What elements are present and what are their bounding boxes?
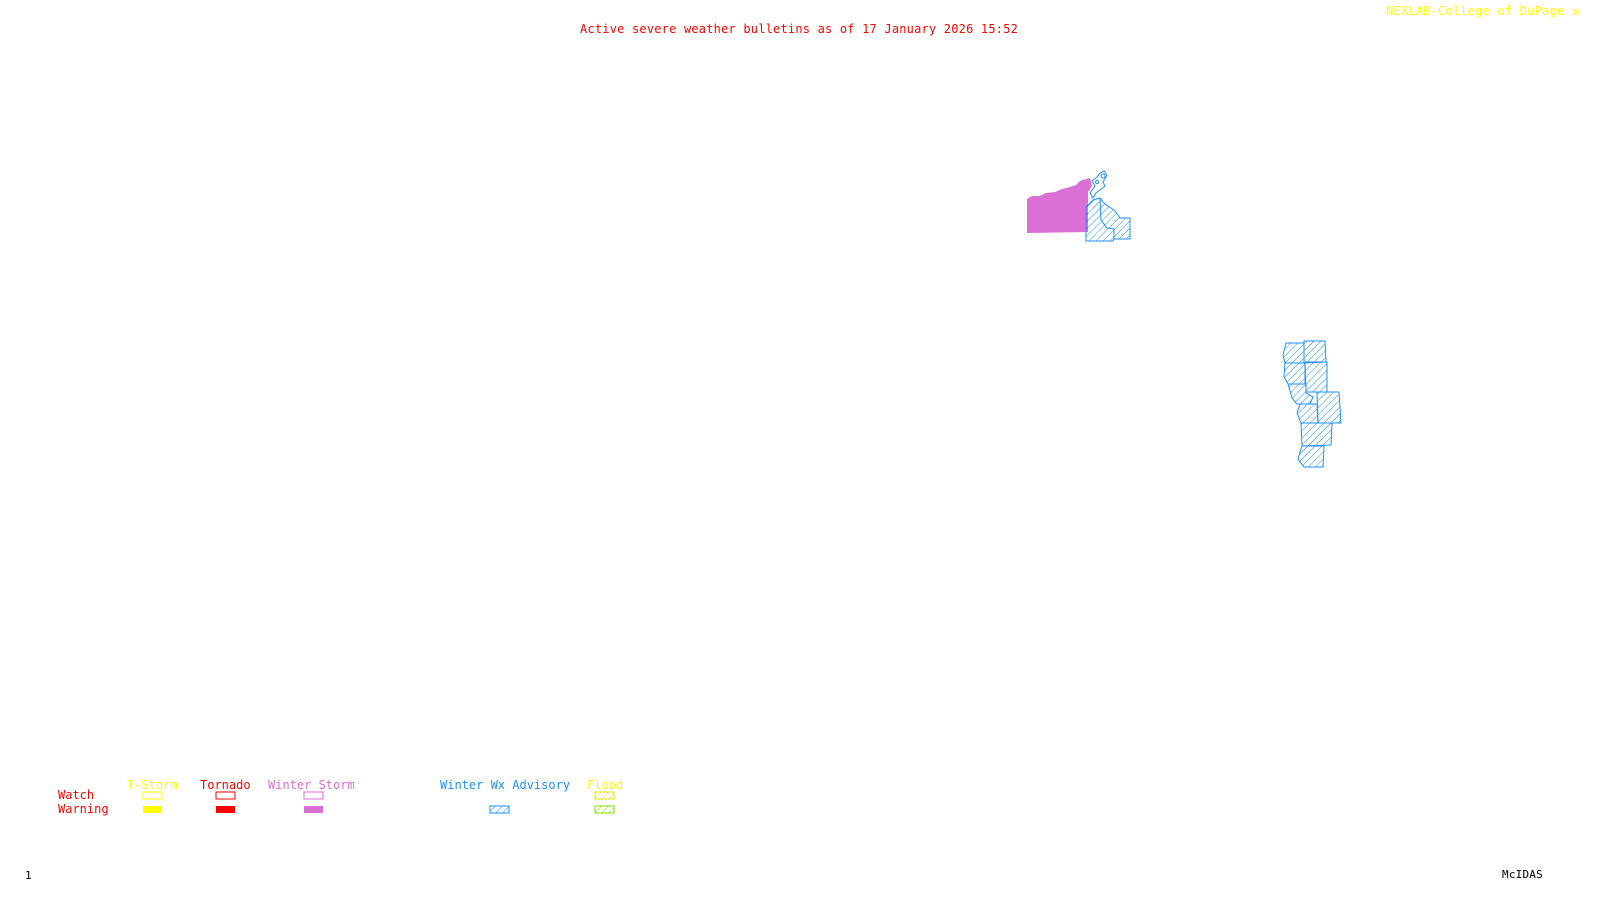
credit-text: NEXLAB-College of DuPage bbox=[1386, 4, 1565, 18]
legend-flood-warning-swatch bbox=[594, 805, 615, 814]
legend-tstorm-warning-swatch bbox=[143, 806, 162, 813]
legend-winter-storm-label: Winter Storm bbox=[268, 778, 355, 792]
winter-wx-advisory-east[interactable] bbox=[1282, 340, 1342, 468]
legend-tstorm-watch-swatch bbox=[142, 791, 163, 800]
winter-wx-advisory-north[interactable] bbox=[1085, 170, 1131, 242]
legend-tstorm-label: T-Storm bbox=[127, 778, 178, 792]
legend-tornado-warning-swatch bbox=[216, 806, 235, 813]
credit-label: NEXLAB-College of DuPage ⇲ bbox=[1386, 5, 1579, 17]
legend-warning-row-label: Warning bbox=[58, 802, 109, 816]
software-label: McIDAS bbox=[1502, 868, 1543, 881]
legend-winter-storm-warning-swatch bbox=[304, 806, 323, 813]
winter-storm-warning-area[interactable] bbox=[1027, 178, 1092, 233]
legend-watch-row-label: Watch bbox=[58, 788, 95, 802]
legend-tornado-label: Tornado bbox=[200, 778, 251, 792]
legend-winter-wx-advisory-label: Winter Wx Advisory bbox=[440, 778, 571, 792]
legend-tornado-watch-swatch bbox=[215, 791, 236, 800]
legend-swatches bbox=[142, 791, 615, 814]
legend-winter-wx-advisory-swatch bbox=[489, 805, 510, 814]
frame-number: 1 bbox=[25, 869, 32, 882]
cursor-arrow-icon: ⇲ bbox=[1564, 4, 1580, 18]
legend-winter-storm-watch-swatch bbox=[303, 791, 324, 800]
legend-flood-label: Flood bbox=[587, 778, 624, 792]
legend-flood-watch-swatch bbox=[594, 791, 615, 800]
page-title: Active severe weather bulletins as of 17… bbox=[580, 22, 1019, 36]
